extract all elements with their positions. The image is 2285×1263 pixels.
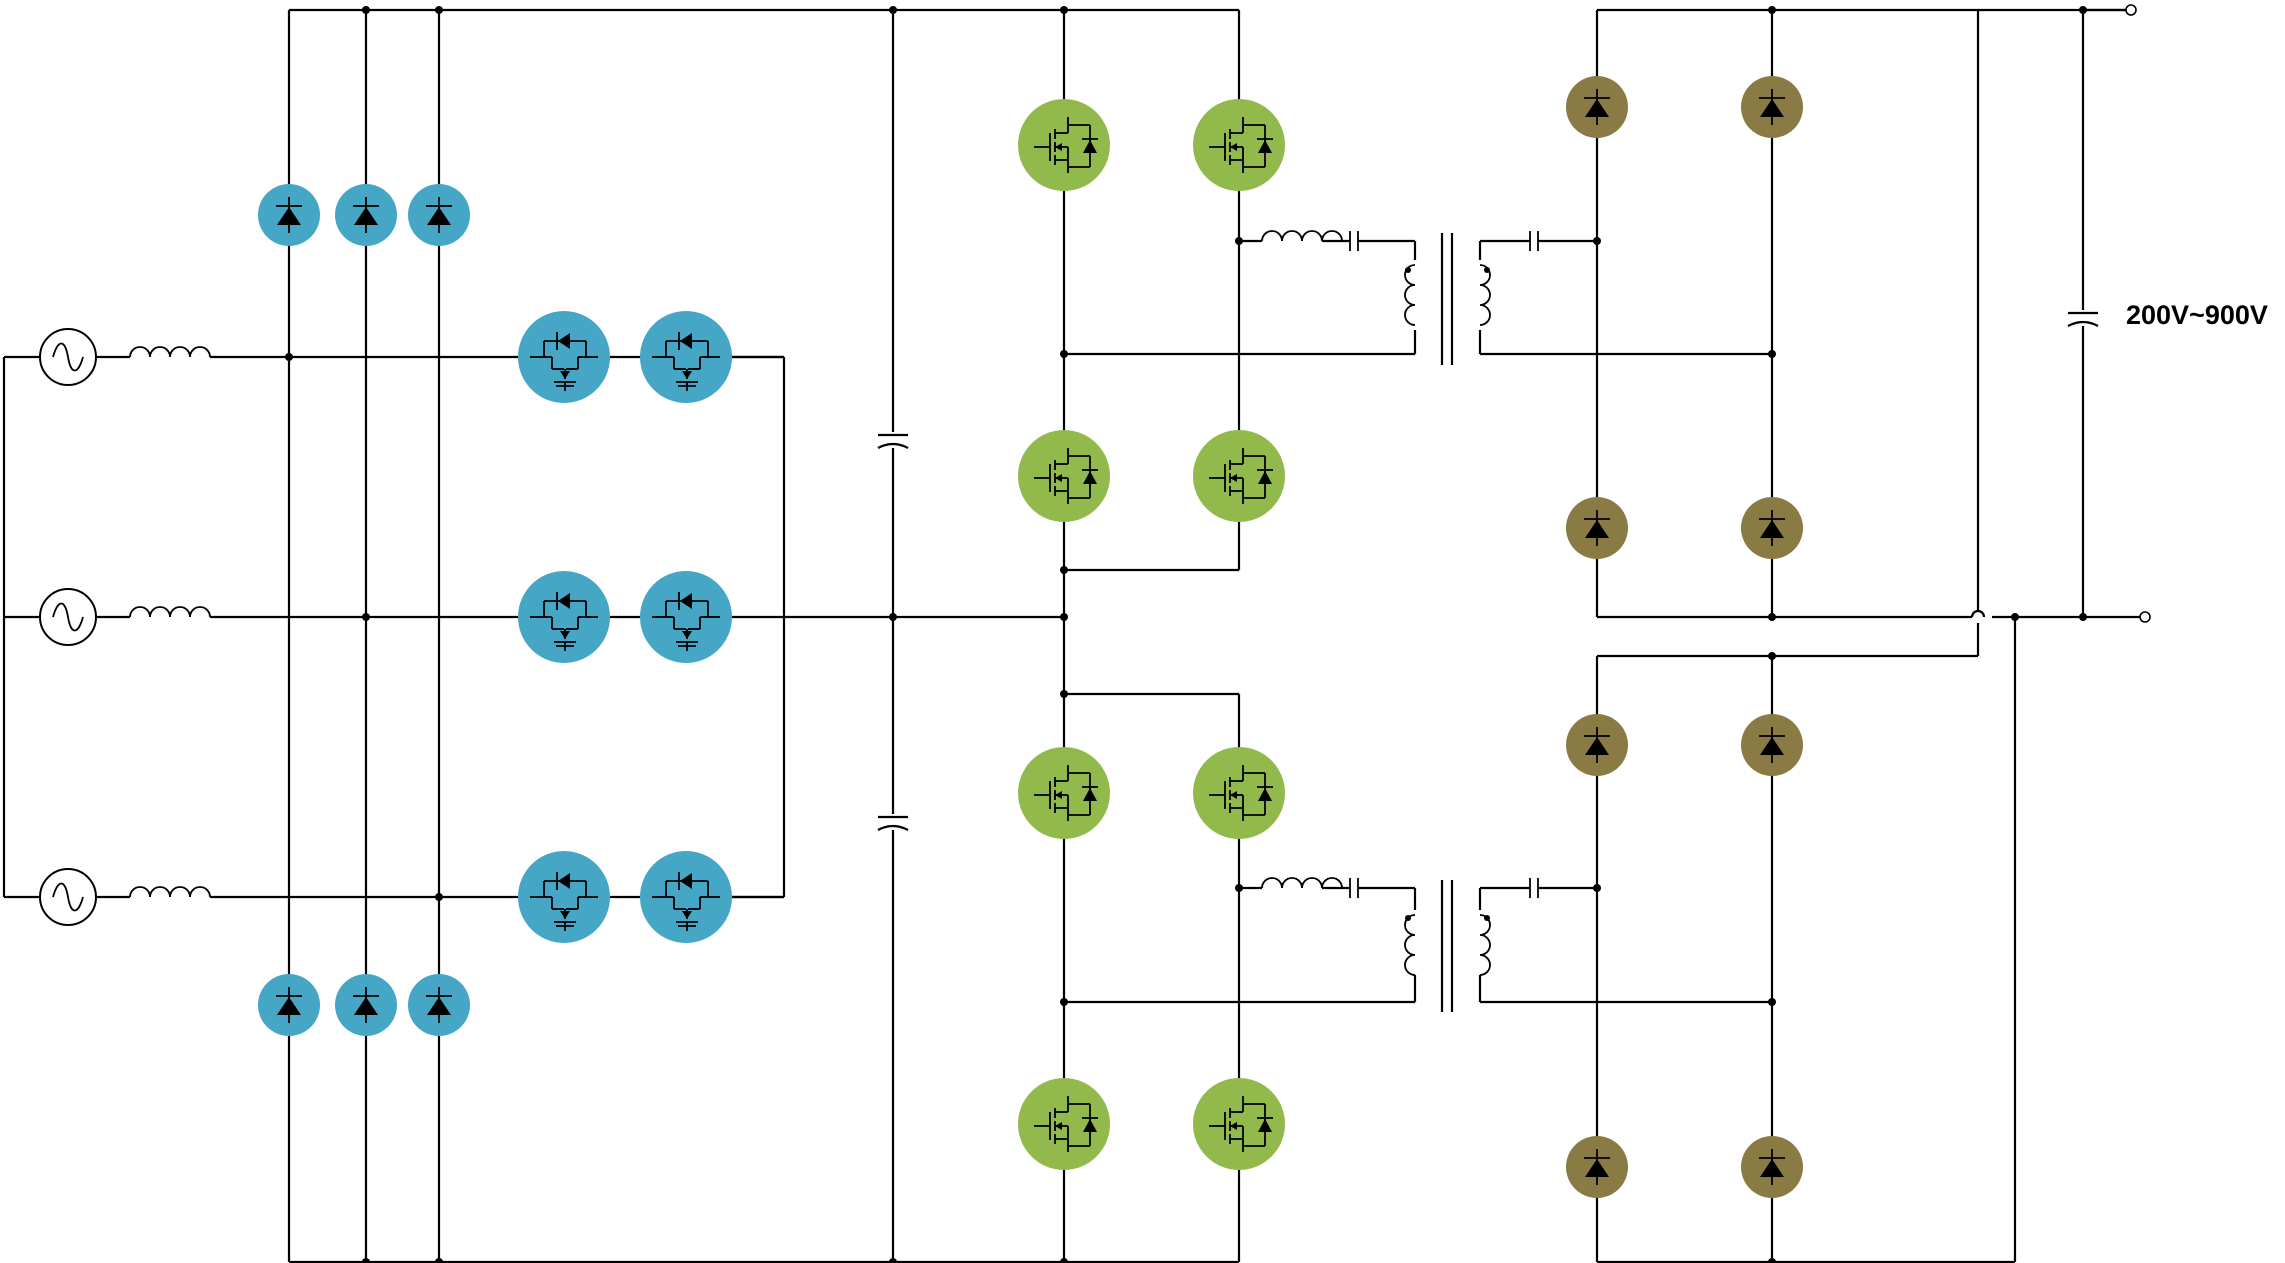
input-inductor-1 — [129, 346, 211, 358]
output-wiring — [1595, 8, 2140, 1263]
junction-nodes — [285, 6, 2087, 1263]
dc-link-capacitor-2 — [876, 814, 910, 832]
llc-upper-wiring — [1062, 10, 1772, 617]
dc-link-capacitor-1 — [876, 432, 910, 450]
llc-mosfets — [1018, 99, 1285, 1170]
output-voltage-label: 200V~900V — [2126, 300, 2268, 330]
output-capacitor — [2066, 310, 2100, 328]
transformer-upper — [1404, 233, 1491, 365]
input-diodes — [258, 184, 470, 1036]
input-wiring — [2, 8, 1239, 1263]
bidirectional-switches — [518, 311, 732, 943]
transformer-lower — [1404, 880, 1491, 1012]
ac-source-2 — [39, 588, 97, 646]
output-terminal-negative — [2139, 611, 2151, 623]
ac-source-1 — [39, 328, 97, 386]
ac-source-3 — [39, 868, 97, 926]
output-terminal-positive — [2083, 4, 2137, 16]
input-inductor-3 — [129, 886, 211, 898]
input-inductor-2 — [129, 606, 211, 618]
llc-lower-wiring — [1062, 617, 1772, 1262]
output-diodes — [1566, 76, 1803, 1198]
